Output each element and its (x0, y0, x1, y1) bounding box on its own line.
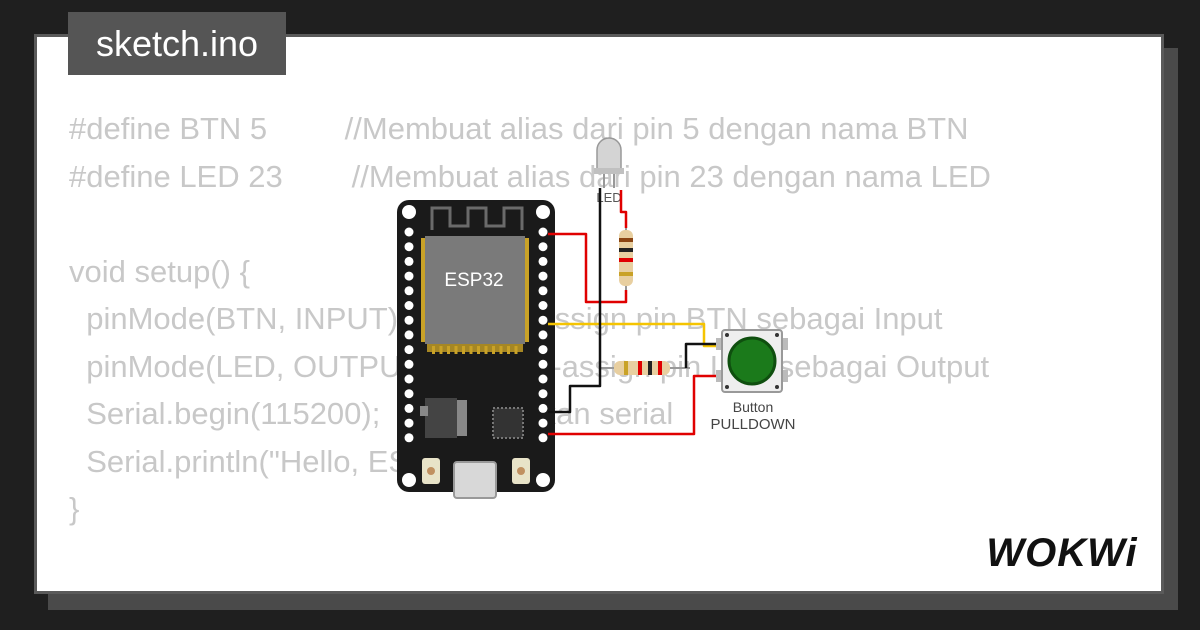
module-pad (432, 346, 435, 354)
led-label: LED (596, 190, 621, 205)
module-pad (499, 346, 503, 354)
led-component[interactable]: LED (594, 137, 624, 205)
resistor-button[interactable] (600, 361, 690, 375)
module-pad (514, 346, 518, 354)
module-pad (439, 346, 443, 354)
header-pin[interactable] (404, 227, 414, 237)
header-pin[interactable] (538, 389, 548, 399)
header-pin[interactable] (404, 315, 414, 325)
header-pin[interactable] (404, 301, 414, 310)
header-pin[interactable] (538, 286, 548, 296)
header-pin[interactable] (404, 389, 414, 399)
header-pin[interactable] (538, 227, 548, 237)
header-pin[interactable] (404, 374, 414, 384)
module-pad (454, 346, 458, 354)
button-cap[interactable] (727, 336, 777, 386)
file-title-tab[interactable]: sketch.ino (68, 12, 286, 75)
header-pin[interactable] (404, 256, 414, 266)
header-pin[interactable] (538, 315, 548, 325)
header-pin[interactable] (404, 286, 414, 296)
header-pin[interactable] (538, 359, 548, 369)
header-pin[interactable] (538, 345, 548, 355)
header-pin[interactable] (404, 345, 414, 355)
header-pin[interactable] (538, 374, 548, 384)
header-pin[interactable] (538, 301, 548, 310)
header-pin[interactable] (538, 418, 548, 428)
brand-logo-text: WOKWi (986, 531, 1137, 575)
module-pad (447, 346, 450, 354)
esp32-board[interactable]: ESP32 (397, 200, 555, 499)
code-line: #define LED 23 //Membuat alias dari pin … (69, 158, 991, 194)
header-pin[interactable] (404, 271, 414, 281)
resistor-led[interactable] (619, 220, 633, 300)
code-line: void setup() { (69, 253, 250, 289)
header-pin[interactable] (404, 418, 414, 428)
header-pin[interactable] (404, 242, 414, 252)
module-pad (484, 346, 488, 354)
header-pin[interactable] (404, 359, 414, 369)
module-pad (462, 346, 465, 354)
header-pin[interactable] (538, 330, 548, 340)
header-pin[interactable] (538, 433, 548, 443)
code-line: } (69, 491, 80, 526)
header-pin[interactable] (404, 330, 414, 340)
pushbutton[interactable]: Button PULLDOWN (710, 329, 796, 433)
module-pad (507, 346, 510, 354)
header-pin[interactable] (538, 256, 548, 266)
header-pin[interactable] (538, 242, 548, 252)
button-sublabel: PULLDOWN (710, 416, 795, 433)
header-pin[interactable] (538, 403, 548, 413)
wires (548, 188, 722, 436)
module-pad (469, 346, 473, 354)
board-label: ESP32 (444, 270, 503, 291)
code-line: void loop() { (69, 580, 991, 591)
module-pad (492, 346, 495, 354)
code-line: #define BTN 5 //Membuat alias dari pin 5… (69, 111, 969, 146)
header-pin[interactable] (404, 403, 414, 413)
wokwi-logo: WOKWi (986, 531, 1137, 575)
button-label: Button (733, 399, 773, 415)
header-pin[interactable] (538, 271, 548, 281)
module-pad (477, 346, 480, 354)
header-pin[interactable] (404, 433, 414, 443)
